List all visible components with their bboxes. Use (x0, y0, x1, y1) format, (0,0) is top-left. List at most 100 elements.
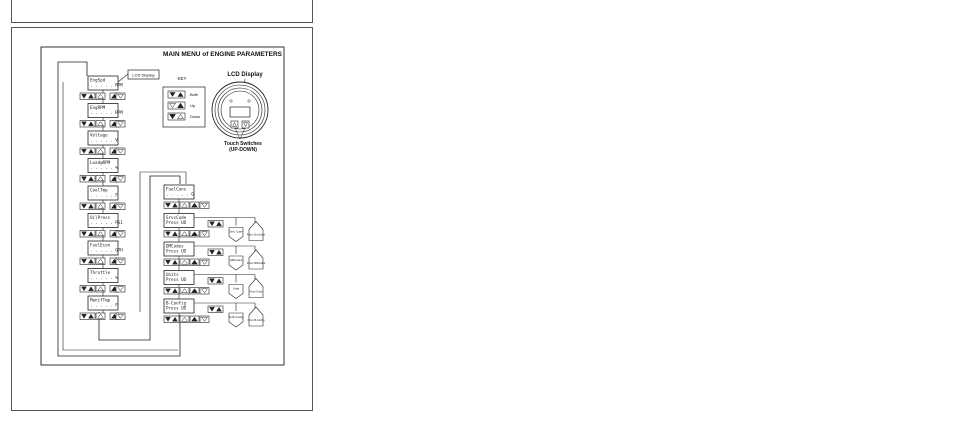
right-up-button[interactable] (179, 315, 190, 323)
key-row: Down (167, 112, 200, 121)
left-both-button[interactable] (79, 175, 96, 183)
key-row-label: Both (190, 92, 198, 97)
touch-switch-up[interactable] (230, 120, 239, 129)
up-arrow-icon (181, 202, 188, 208)
lcd-screen: FuelEcon. . . . . GPH (87, 240, 123, 256)
screen-line: Throttle (90, 270, 111, 275)
up-arrow-icon (181, 231, 188, 237)
right-feed-line (139, 171, 187, 312)
screen-line: DMCodes (166, 244, 184, 249)
left-next-down-button[interactable] (115, 147, 126, 155)
main-frame (11, 27, 313, 411)
left-both-button[interactable] (79, 230, 96, 238)
right-next-down-button[interactable] (199, 315, 210, 323)
left-next-down-button[interactable] (115, 230, 126, 238)
up-arrow-icon (97, 203, 104, 209)
lcd-screen: Voltage. . . . . V (87, 130, 119, 146)
screen-line: FuelCons (166, 187, 187, 192)
key-row: Both (167, 90, 198, 99)
up-arrow-icon (88, 203, 94, 209)
screen-line: . . . . . % (90, 165, 118, 170)
left-both-button[interactable] (79, 285, 96, 293)
left-up-button[interactable] (95, 230, 106, 238)
down-arrow-icon (117, 176, 124, 182)
lcd-screen: OilPress. . . . . PSI (87, 213, 123, 228)
up-arrow-icon (172, 316, 178, 322)
diamond-label: Units (233, 287, 240, 291)
left-next-down-button[interactable] (115, 120, 126, 128)
down-arrow-icon (117, 148, 124, 154)
right-next-down-button[interactable] (199, 287, 210, 295)
right-both-button[interactable] (163, 287, 180, 295)
right-up-button[interactable] (179, 201, 190, 209)
right-both-button[interactable] (163, 258, 180, 266)
up-arrow-icon (191, 288, 198, 294)
right-next-up-button[interactable] (189, 287, 200, 295)
left-both-button[interactable] (79, 257, 96, 265)
left-next-down-button[interactable] (115, 175, 126, 183)
right-next-up-button[interactable] (189, 258, 200, 266)
top-frame (11, 0, 313, 23)
down-arrow-icon (209, 249, 215, 255)
left-up-button[interactable] (95, 312, 106, 320)
left-both-button[interactable] (79, 147, 96, 155)
down-arrow-icon (201, 288, 208, 294)
press-both-button[interactable] (207, 277, 224, 285)
gauge-screw-right (247, 99, 251, 103)
screen-line: Press UD (166, 277, 187, 282)
left-both-button[interactable] (79, 312, 96, 320)
touch-switch-down[interactable] (241, 120, 250, 129)
right-both-button[interactable] (163, 230, 180, 238)
up-arrow-icon (177, 102, 184, 109)
right-up-button[interactable] (179, 258, 190, 266)
left-up-button[interactable] (95, 120, 106, 128)
right-next-down-button[interactable] (199, 201, 210, 209)
left-up-button[interactable] (95, 257, 106, 265)
press-both-button[interactable] (207, 220, 224, 228)
left-both-button[interactable] (79, 202, 96, 210)
press-both-button[interactable] (207, 248, 224, 256)
up-arrow-icon (177, 113, 184, 120)
lcd-screen: CoolTmp. . . . . F (87, 185, 119, 201)
right-both-button[interactable] (163, 201, 180, 209)
right-next-down-button[interactable] (199, 230, 210, 238)
up-arrow-icon (97, 148, 104, 154)
screen-line: . . . . . PSI (90, 220, 123, 225)
right-next-up-button[interactable] (189, 315, 200, 323)
left-next-down-button[interactable] (115, 312, 126, 320)
screen-line: SrvcCode (166, 215, 187, 220)
switch-pointer-left (234, 127, 241, 140)
right-both-button[interactable] (163, 315, 180, 323)
left-up-button[interactable] (95, 285, 106, 293)
press-both-button[interactable] (207, 305, 224, 313)
left-next-down-button[interactable] (115, 92, 126, 100)
left-up-button[interactable] (95, 92, 106, 100)
down-arrow-icon (81, 148, 87, 154)
screen-line: . . . . . GPH (90, 248, 123, 253)
left-up-button[interactable] (95, 175, 106, 183)
down-arrow-icon (117, 93, 124, 99)
menu-step: CoolTmp. . . . . F (79, 180, 126, 210)
screen-line: . . . . . F (90, 193, 118, 198)
diamond-label: DMCodes (230, 258, 243, 262)
right-next-up-button[interactable] (189, 230, 200, 238)
screen-line: OilPress (90, 215, 111, 220)
key-row-label: Down (190, 114, 200, 119)
up-arrow-icon (97, 258, 104, 264)
left-next-down-button[interactable] (115, 257, 126, 265)
up-arrow-icon (88, 121, 94, 127)
left-up-button[interactable] (95, 202, 106, 210)
left-up-button[interactable] (95, 147, 106, 155)
left-both-button[interactable] (79, 92, 96, 100)
left-both-button[interactable] (79, 120, 96, 128)
right-next-up-button[interactable] (189, 201, 200, 209)
right-up-button[interactable] (179, 287, 190, 295)
up-arrow-icon (172, 288, 178, 293)
left-next-down-button[interactable] (115, 285, 126, 293)
left-next-down-button[interactable] (115, 202, 126, 210)
right-next-down-button[interactable] (199, 258, 210, 266)
up-arrow-icon (232, 121, 237, 127)
right-up-button[interactable] (179, 230, 190, 238)
